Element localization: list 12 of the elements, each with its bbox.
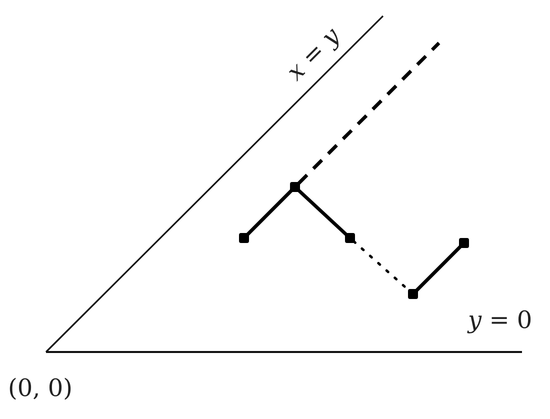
point-marker — [239, 233, 249, 243]
point-marker — [408, 289, 418, 299]
point-marker — [290, 182, 300, 192]
point-marker — [459, 238, 469, 248]
line-segment — [297, 189, 348, 236]
line-segment — [246, 189, 293, 236]
equation-label: y = 0 — [468, 308, 532, 332]
line-segment — [415, 245, 462, 292]
dashed-line — [297, 42, 440, 185]
point-marker — [345, 233, 355, 243]
coordinate-label: (0, 0) — [8, 376, 73, 400]
equation-label: x = y — [282, 23, 344, 85]
